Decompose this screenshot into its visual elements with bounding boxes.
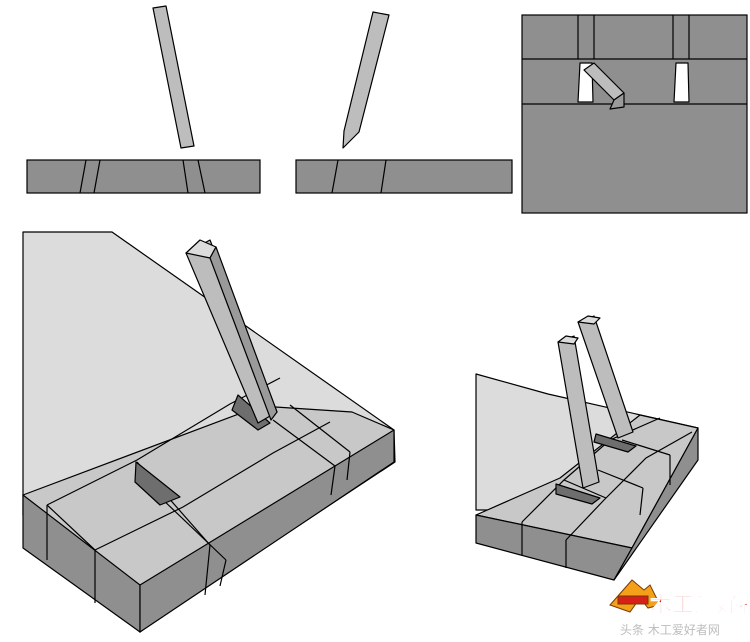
board-side-face	[139, 429, 395, 633]
mortise-cavity	[555, 483, 601, 505]
watermark: 木工爱好者 头条 木工爱好者网	[609, 579, 750, 637]
mortise-cavity-top	[593, 433, 637, 453]
layout-line	[94, 421, 331, 551]
chisel-icon	[152, 5, 195, 149]
mortise-cavity	[134, 461, 181, 506]
panel-large-isometric-mortise	[22, 231, 396, 633]
cut-line	[639, 487, 644, 516]
layout-line	[565, 431, 693, 541]
cut-line	[93, 159, 101, 194]
board-front-2	[295, 159, 513, 194]
cut-line	[330, 465, 336, 496]
chisel-side	[209, 246, 278, 421]
board-front-1	[26, 159, 261, 194]
logo-text: 木工爱好者	[649, 592, 750, 618]
panel-small-isometric-mortise	[475, 315, 699, 581]
panel-chisel-vertical-cut	[26, 5, 261, 194]
cut-line	[219, 559, 227, 587]
logo-icon	[609, 579, 661, 613]
board-side-face	[613, 427, 699, 581]
cut-line	[331, 159, 339, 194]
layout-line	[46, 504, 96, 551]
cut-line	[346, 451, 351, 481]
layout-line	[563, 479, 607, 499]
cut-line	[79, 159, 87, 194]
layout-line	[597, 469, 644, 489]
chisel-end	[609, 92, 625, 110]
chisel-icon	[342, 11, 390, 149]
mortise-hole	[673, 62, 690, 103]
chisel-top	[577, 315, 601, 325]
cut-line	[197, 159, 206, 194]
cut-line	[380, 159, 387, 194]
cut-line	[182, 159, 189, 194]
layout-line	[159, 496, 227, 561]
layout-line	[289, 404, 351, 453]
chisel-top	[557, 335, 579, 345]
layout-line	[621, 439, 671, 456]
panel-mortise-front-view	[521, 14, 748, 214]
board-face-3	[521, 14, 748, 214]
panel-chisel-angled-cut	[295, 11, 513, 194]
cut-line	[204, 544, 211, 596]
watermark-caption: 头条 木工爱好者网	[620, 623, 720, 637]
layout-line	[272, 419, 336, 467]
